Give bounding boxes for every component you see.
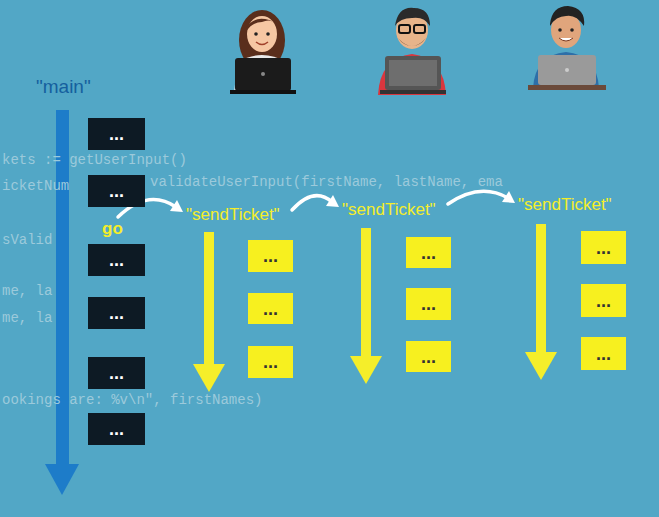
goroutine-step-box: ... [581,284,626,317]
person-illustration [559,38,573,41]
person-illustration [235,58,291,91]
box-text: ... [263,353,278,371]
main-thread-arrow [45,464,79,495]
main-step-box: ... [88,244,145,276]
box-text: ... [596,292,611,310]
box-text: ... [109,251,124,269]
person-illustration [398,38,426,46]
spawn-arrow [448,191,508,204]
main-step-box: ... [88,175,145,207]
goroutine-arrow [350,356,382,384]
box-text: ... [263,300,278,318]
person-illustration [538,55,596,85]
person-illustration [380,90,446,94]
background-code: me, la [2,283,52,299]
goroutine-name: "sendTicket" [186,205,280,225]
person-illustration [533,52,599,88]
goroutine-step-box: ... [406,341,451,372]
background-code: validateUserInput(firstName, lastName, e… [150,174,503,190]
spawn-arrowhead [326,195,339,207]
person-illustration [247,16,277,52]
person-illustration [378,54,446,95]
goroutine-step-box: ... [248,346,293,378]
goroutine-arrow [193,224,557,392]
box-text: ... [109,420,124,438]
person-illustration [389,60,437,86]
person-illustration [414,25,425,33]
main-step-box: ... [88,118,145,150]
background-code: me, la [2,310,52,326]
background-code: kets := getUserInput() [2,152,187,168]
person-illustration [246,19,278,32]
goroutine-step-box: ... [248,240,293,272]
box-text: ... [109,125,124,143]
box-text: ... [263,247,278,265]
goroutine-step-box: ... [406,288,451,320]
person-illustration [254,32,258,36]
person-illustration [570,28,574,32]
goroutine-arrow [204,232,214,368]
person-illustration [558,28,562,32]
box-text: ... [109,304,124,322]
thread-name: "main" [36,76,91,98]
person-illustration [378,8,446,95]
person-illustration [565,68,569,72]
main-step-box: ... [88,297,145,329]
goroutine-step-box: ... [581,231,626,264]
person-illustration [385,56,441,90]
background-code: ookings are: %v\n", firstNames) [2,392,262,408]
spawn-arrow [118,191,508,217]
spawn-arrowhead [502,191,515,203]
box-text: ... [109,182,124,200]
goroutine-arrow [525,352,557,380]
goroutine-step-box: ... [406,237,451,268]
person-illustration [230,10,296,94]
person-illustration [399,25,410,33]
person-illustration [395,8,430,26]
main-step-box: ... [88,413,145,445]
person-illustration [230,90,296,94]
goroutine-arrow [536,224,546,356]
person-illustration [550,6,584,26]
person-illustration [256,42,268,45]
goroutine-arrow [193,364,225,392]
goroutine-name: "sendTicket" [518,195,612,215]
box-text: ... [109,364,124,382]
spawn-arrowhead [170,200,183,212]
box-text: ... [421,295,436,313]
box-text: ... [421,348,436,366]
goroutine-step-box: ... [248,293,293,324]
person-illustration [528,6,606,90]
box-text: ... [596,239,611,257]
background-code: icketNum [2,178,69,194]
person-illustration [528,85,606,90]
person-illustration [234,55,290,92]
spawn-arrow [292,196,332,210]
box-text: ... [596,345,611,363]
goroutine-step-box: ... [581,337,626,370]
go-keyword: go [102,219,123,239]
main-step-box: ... [88,357,145,389]
goroutine-name: "sendTicket" [342,200,436,220]
box-text: ... [421,244,436,262]
person-illustration [261,72,265,76]
goroutine-arrow [361,228,371,360]
background-code: sValid [2,232,52,248]
person-illustration [266,32,270,36]
